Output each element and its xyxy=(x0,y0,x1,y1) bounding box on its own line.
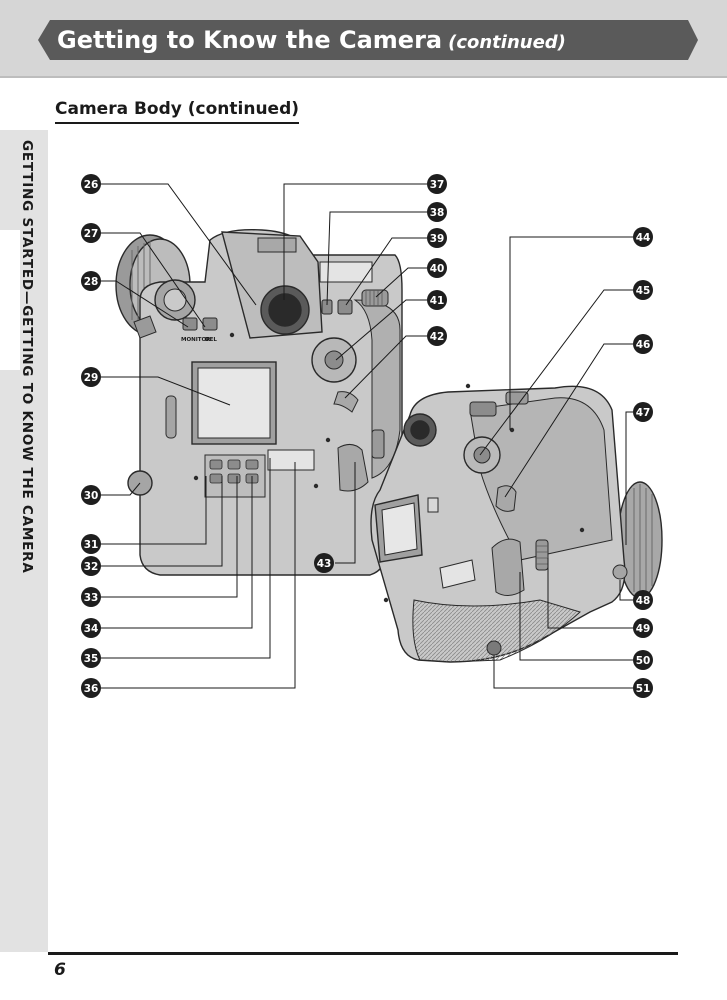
callout-45: 45 xyxy=(633,280,653,300)
callout-26: 26 xyxy=(81,174,101,194)
svg-text:27: 27 xyxy=(84,228,99,240)
sidebar-tab-marker xyxy=(0,230,20,370)
section-heading: Camera Body (continued) xyxy=(55,97,300,124)
page-title-continued: (continued) xyxy=(448,32,566,53)
callout-32: 32 xyxy=(81,556,101,576)
callout-27: 27 xyxy=(81,223,101,243)
callout-31: 31 xyxy=(81,534,101,554)
svg-text:42: 42 xyxy=(430,331,445,343)
svg-text:38: 38 xyxy=(430,207,445,219)
page-number: 6 xyxy=(54,960,66,980)
callout-46: 46 xyxy=(633,334,653,354)
callout-36: 36 xyxy=(81,678,101,698)
svg-text:45: 45 xyxy=(636,285,651,297)
svg-text:26: 26 xyxy=(84,179,99,191)
leader-lines xyxy=(100,183,633,689)
svg-text:48: 48 xyxy=(636,595,651,607)
svg-text:28: 28 xyxy=(84,276,99,288)
callout-40: 40 xyxy=(427,258,447,278)
leader-line-34 xyxy=(100,476,253,629)
svg-text:39: 39 xyxy=(430,233,445,245)
leader-line-44 xyxy=(509,236,633,430)
leader-line-38 xyxy=(326,211,427,306)
monitor-button-label: MONITOR xyxy=(181,337,211,343)
callout-47: 47 xyxy=(633,402,653,422)
svg-text:29: 29 xyxy=(84,372,99,384)
callout-34: 34 xyxy=(81,618,101,638)
camera-back-view xyxy=(115,229,403,576)
svg-text:43: 43 xyxy=(317,558,332,570)
leader-line-27 xyxy=(100,232,206,328)
svg-text:30: 30 xyxy=(84,490,99,502)
svg-text:32: 32 xyxy=(84,561,99,573)
callout-35: 35 xyxy=(81,648,101,668)
page-title: Getting to Know the Camera(continued) xyxy=(57,20,566,60)
svg-text:34: 34 xyxy=(84,623,99,635)
header-arrow-shape xyxy=(38,20,698,60)
leader-line-42 xyxy=(344,335,427,399)
leader-line-28 xyxy=(100,280,189,328)
callout-30: 30 xyxy=(81,485,101,505)
svg-text:40: 40 xyxy=(430,263,445,275)
svg-text:41: 41 xyxy=(430,295,445,307)
leader-line-46 xyxy=(504,343,633,498)
leader-line-47 xyxy=(625,411,633,545)
page-title-text: Getting to Know the Camera xyxy=(57,26,443,54)
svg-text:35: 35 xyxy=(84,653,99,665)
svg-text:33: 33 xyxy=(84,592,99,604)
svg-text:31: 31 xyxy=(84,539,99,551)
callout-43: 43 xyxy=(314,553,334,573)
svg-text:37: 37 xyxy=(430,179,445,191)
leader-line-43 xyxy=(335,462,356,564)
svg-text:36: 36 xyxy=(84,683,99,695)
svg-text:44: 44 xyxy=(636,232,651,244)
leader-line-37 xyxy=(283,183,427,300)
leader-line-26 xyxy=(100,183,257,306)
callout-38: 38 xyxy=(427,202,447,222)
leader-line-40 xyxy=(375,267,427,298)
callout-41: 41 xyxy=(427,290,447,310)
leader-line-30 xyxy=(100,482,141,496)
leader-line-45 xyxy=(479,289,633,456)
leader-line-33 xyxy=(100,476,238,598)
camera-bottom-view xyxy=(370,383,663,663)
callout-33: 33 xyxy=(81,587,101,607)
callout-28: 28 xyxy=(81,271,101,291)
callout-48: 48 xyxy=(633,590,653,610)
svg-text:46: 46 xyxy=(636,339,651,351)
del-button-label: DEL xyxy=(205,337,217,343)
leader-line-39 xyxy=(345,237,427,306)
leader-line-49 xyxy=(547,558,633,629)
leader-line-32 xyxy=(100,476,223,567)
callout-37: 37 xyxy=(427,174,447,194)
leader-line-35 xyxy=(100,458,271,659)
callout-29: 29 xyxy=(81,367,101,387)
leader-line-29 xyxy=(100,376,231,406)
callout-50: 50 xyxy=(633,650,653,670)
callout-39: 39 xyxy=(427,228,447,248)
leader-line-50 xyxy=(519,572,633,661)
leader-line-41 xyxy=(335,299,427,361)
footer-rule xyxy=(48,952,678,955)
leader-line-31 xyxy=(100,476,207,545)
svg-text:47: 47 xyxy=(636,407,651,419)
callout-42: 42 xyxy=(427,326,447,346)
leader-line-48 xyxy=(619,580,633,601)
callout-51: 51 xyxy=(633,678,653,698)
callout-44: 44 xyxy=(633,227,653,247)
svg-text:50: 50 xyxy=(636,655,651,667)
svg-text:51: 51 xyxy=(636,683,651,695)
svg-text:49: 49 xyxy=(636,623,651,635)
callout-49: 49 xyxy=(633,618,653,638)
leader-line-36 xyxy=(100,462,296,689)
leader-line-51 xyxy=(493,655,633,689)
